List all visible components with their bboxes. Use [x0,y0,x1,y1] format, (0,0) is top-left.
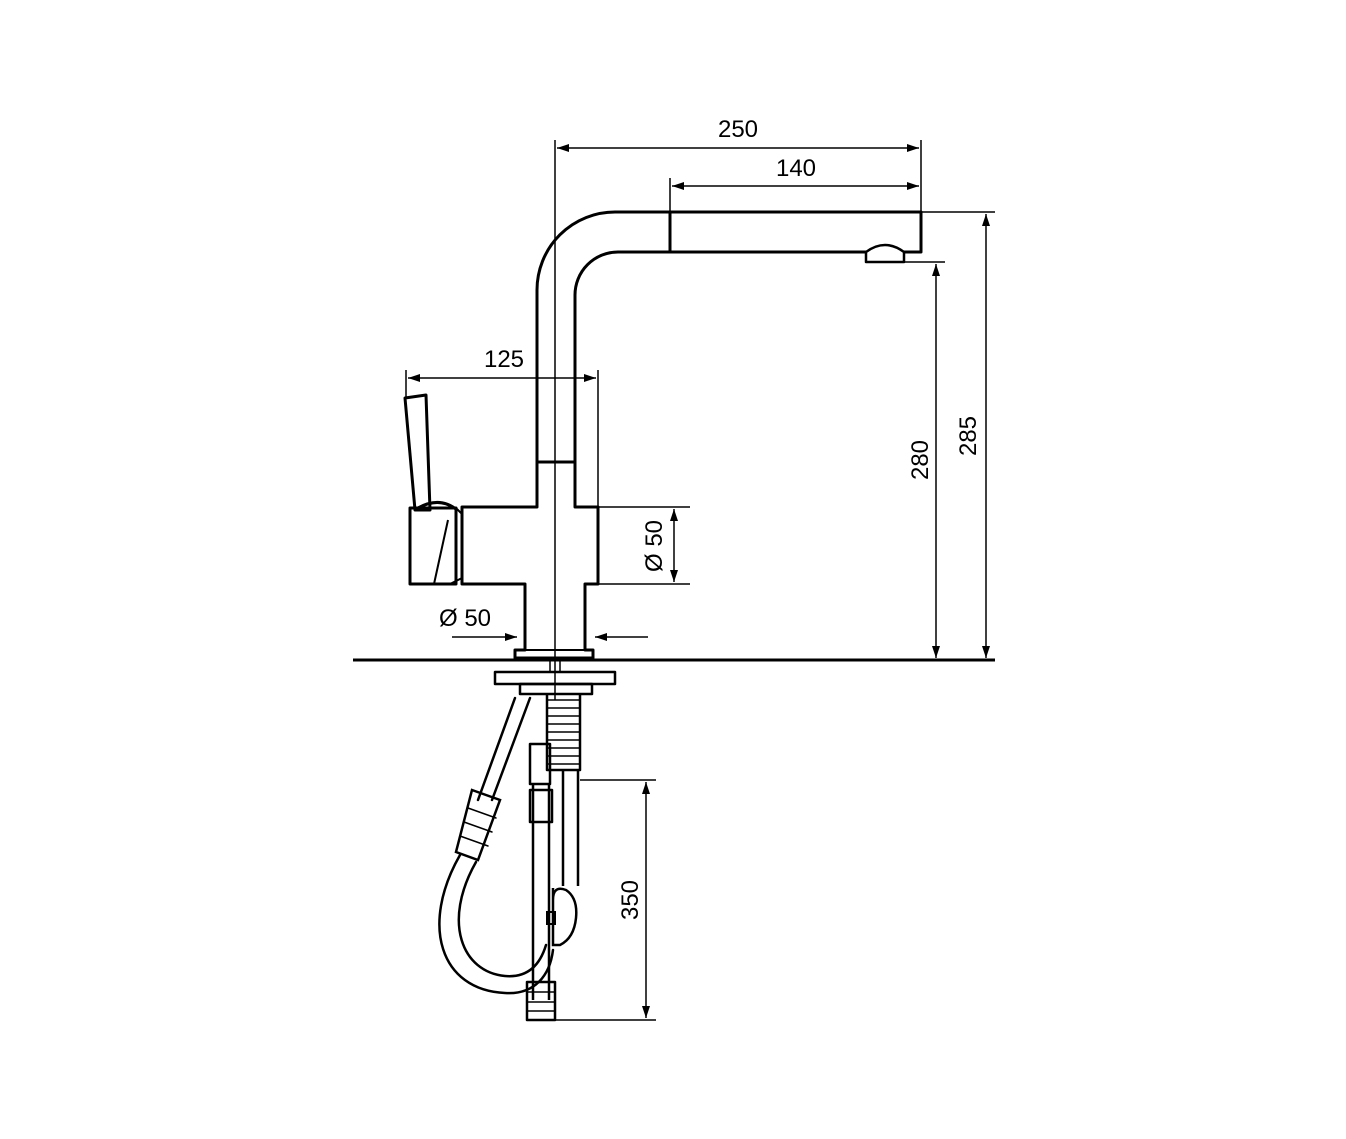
hose-loop-inner [457,860,548,978]
label-hose-length: 350 [617,880,644,920]
spout-inner-outline [573,250,866,462]
faucet-body [460,210,923,660]
hose-fitting-upper [528,788,554,824]
lever [403,393,432,512]
hose-fitting-lower [525,980,557,1022]
lever-handle [403,393,463,586]
fixing-nut [528,742,552,786]
pullout-hose [438,696,555,995]
label-handle-reach: 125 [484,346,524,373]
label-spout-length: 140 [776,155,816,182]
supply-hose-right [561,770,580,886]
label-base-diameter: Ø 50 [439,605,491,632]
hose-weight [546,887,578,947]
label-body-diameter: Ø 50 [641,520,668,572]
aerator [864,243,906,264]
dimension-lines [405,140,995,1021]
label-overall-height: 285 [955,416,982,456]
spout-outline [535,210,923,462]
label-overall-reach: 250 [718,116,758,143]
hose-loop-outer [438,853,555,995]
label-outlet-height: 280 [907,440,934,480]
handle-cap [408,506,458,586]
hose-connector [454,788,502,862]
